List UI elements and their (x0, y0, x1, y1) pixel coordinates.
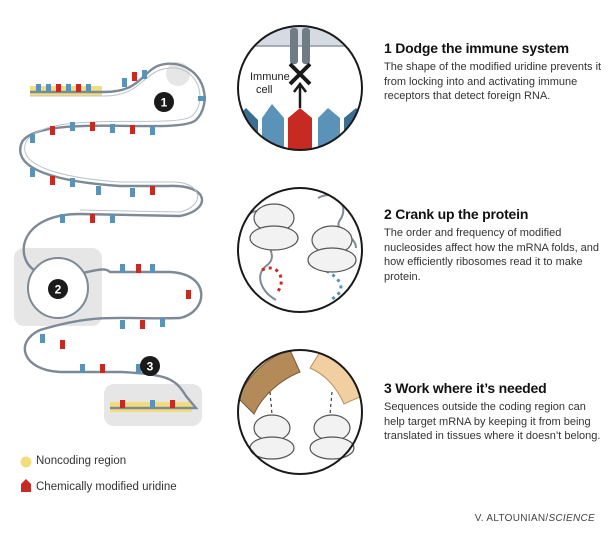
nucleotide (86, 84, 91, 92)
nucleotide (130, 188, 135, 197)
modified-uridine (132, 72, 137, 81)
marker-3-label: 3 (147, 360, 154, 374)
step-1-text: The shape of the modified uridine preven… (384, 61, 602, 102)
modified-uridine (170, 400, 175, 408)
nucleotide (150, 264, 155, 273)
marker-2: 2 (48, 279, 68, 299)
nucleotide (120, 264, 125, 273)
inset-immune-receptor: Immune cell (237, 25, 363, 151)
marker-3: 3 (140, 356, 160, 376)
nucleotide (150, 400, 155, 408)
step-3: 3 Work where it’s needed Sequences outsi… (384, 380, 604, 444)
modified-uridine (76, 84, 81, 92)
modified-uridine (140, 320, 145, 329)
nucleotide (150, 126, 155, 135)
image-credit: V. ALTOUNIAN/SCIENCE (475, 513, 595, 524)
nucleotide (66, 84, 71, 92)
step-3-text: Sequences outside the coding region can … (384, 401, 601, 442)
nucleotide (60, 214, 65, 223)
ribosome (307, 225, 357, 273)
mrna-strand (19, 62, 206, 410)
modified-uridine (150, 186, 155, 195)
nucleotide-markers (30, 70, 206, 408)
nucleotide (30, 168, 35, 177)
step-2-title: 2 Crank up the protein (384, 206, 529, 222)
blocked-x-icon (288, 62, 312, 86)
credit-author: V. ALTOUNIAN/ (474, 513, 549, 524)
legend-noncoding-label: Noncoding region (36, 455, 127, 467)
ribosome (249, 414, 295, 460)
nucleotide (36, 84, 41, 92)
ribosome (249, 203, 299, 251)
nucleotide (46, 84, 51, 92)
nucleotide (96, 186, 101, 195)
legend-modified-label: Chemically modified uridine (36, 481, 177, 493)
nucleotide (40, 334, 45, 343)
modified-uridine (56, 84, 61, 92)
marker-2-label: 2 (55, 283, 62, 297)
modified-uridine (100, 364, 105, 373)
immune-cell-label-1: Immune (250, 71, 290, 83)
legend-noncoding: Noncoding region (36, 455, 126, 467)
step-2: 2 Crank up the protein The order and fre… (384, 206, 604, 284)
nucleotide (110, 214, 115, 223)
immune-cell-label-2: cell (256, 84, 273, 96)
modified-uridine (186, 290, 191, 299)
step-3-title: 3 Work where it’s needed (384, 380, 547, 396)
modified-uridine (60, 340, 65, 349)
nucleotide (122, 78, 127, 87)
modified-uridine (90, 122, 95, 131)
nucleotide (198, 96, 206, 101)
nucleotide (120, 320, 125, 329)
nucleotide (70, 122, 75, 131)
nucleotide (30, 134, 35, 143)
modified-uridine (130, 125, 135, 134)
inset-tissue-targeting (237, 349, 363, 475)
modified-uridine-swatch-icon (21, 479, 31, 492)
inset-ribosome-folding (237, 187, 363, 313)
marker-1: 1 (154, 92, 174, 112)
step-1: 1 Dodge the immune system The shape of t… (384, 40, 604, 104)
step-2-text: The order and frequency of modified nucl… (384, 227, 600, 283)
nucleotide (80, 364, 85, 373)
nucleotide (136, 364, 141, 373)
arrow-up-icon (293, 81, 307, 108)
legend-modified: Chemically modified uridine (36, 481, 177, 493)
noncoding-swatch-icon (20, 456, 32, 468)
step-1-title: 1 Dodge the immune system (384, 40, 569, 56)
modified-uridine (50, 176, 55, 185)
modified-uridine (120, 400, 125, 408)
marker-1-label: 1 (161, 96, 168, 110)
nucleotide (110, 124, 115, 133)
modified-uridine (90, 214, 95, 223)
modified-uridine (136, 264, 141, 273)
nucleotide (142, 70, 147, 79)
mrna-strand-inner (24, 67, 201, 213)
nucleotide (160, 318, 165, 327)
credit-outlet: SCIENCE (548, 513, 595, 524)
ribosome (309, 414, 355, 460)
modified-uridine (50, 126, 55, 135)
nucleotide (70, 178, 75, 187)
